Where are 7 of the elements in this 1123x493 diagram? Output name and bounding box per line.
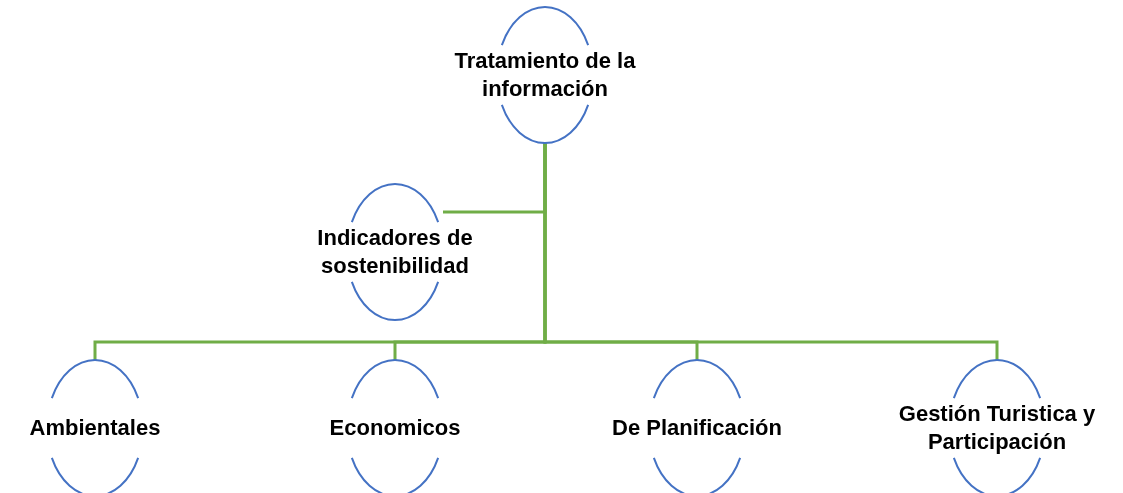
node-label: Tratamiento de la información [453, 47, 637, 103]
connector-line [543, 143, 999, 360]
node-label: Gestión Turistica y Participación [897, 400, 1097, 456]
node-label: Economicos [328, 414, 462, 442]
node-label: Indicadores de sostenibilidad [316, 224, 474, 280]
node-label: Ambientales [28, 414, 162, 442]
node-label: De Planificación [611, 414, 783, 442]
